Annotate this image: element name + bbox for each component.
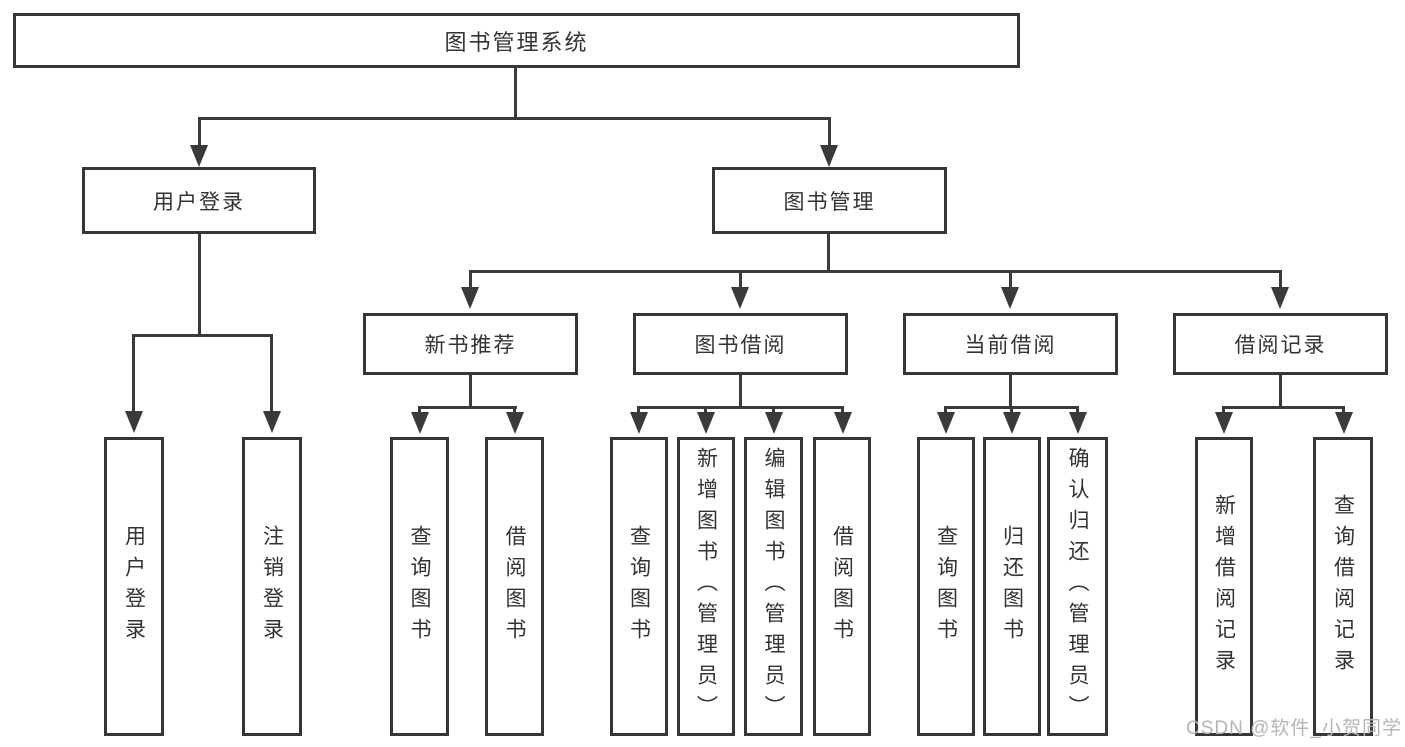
leaf-user-login: 用户登录 xyxy=(104,437,164,736)
leaf-record-add-label: 新增借阅记录 xyxy=(1212,493,1236,680)
arrow-down-icon xyxy=(263,411,281,433)
node-new-book-recommend: 新书推荐 xyxy=(363,313,578,375)
connector-line xyxy=(469,270,472,288)
arrow-down-icon xyxy=(1335,412,1353,434)
node-book-borrow: 图书借阅 xyxy=(633,313,848,375)
arrow-down-icon xyxy=(506,412,524,434)
connector-line xyxy=(1279,375,1282,409)
arrow-down-icon xyxy=(937,412,955,434)
arrow-down-icon xyxy=(731,287,749,309)
connector-line xyxy=(513,406,516,414)
leaf-recommend-query-book-label: 查询图书 xyxy=(408,524,431,649)
node-user-login-label: 用户登录 xyxy=(153,190,245,214)
connector-line xyxy=(772,406,775,414)
leaf-recommend-borrow-book-label: 借阅图书 xyxy=(503,524,526,649)
connector-line xyxy=(418,406,517,409)
leaf-current-return-book-label: 归还图书 xyxy=(1000,524,1024,649)
leaf-recommend-query-book: 查询图书 xyxy=(390,437,449,736)
connector-line xyxy=(270,334,273,412)
leaf-borrow-add-book: 新增图书（管理员） xyxy=(677,437,735,736)
node-book-borrow-label: 图书借阅 xyxy=(694,334,787,357)
arrow-down-icon xyxy=(411,412,429,434)
connector-line xyxy=(637,406,844,409)
connector-line xyxy=(1009,375,1012,409)
node-library-system: 图书管理系统 xyxy=(13,13,1020,68)
connector-line xyxy=(1279,270,1282,288)
connector-line xyxy=(637,406,640,414)
connector-line xyxy=(944,406,947,414)
arrow-down-icon xyxy=(1271,287,1289,309)
connector-line xyxy=(198,117,831,120)
node-current-borrow-label: 当前借阅 xyxy=(964,334,1057,357)
leaf-borrow-edit-book-label: 编辑图书（管理员） xyxy=(762,447,785,726)
connector-line xyxy=(1222,406,1225,414)
connector-line xyxy=(469,270,1282,273)
connector-line xyxy=(418,406,421,414)
arrow-down-icon xyxy=(630,412,648,434)
arrow-down-icon xyxy=(1001,287,1019,309)
leaf-borrow-edit-book: 编辑图书（管理员） xyxy=(744,437,803,736)
connector-line xyxy=(198,117,201,147)
leaf-record-query-label: 查询借阅记录 xyxy=(1331,493,1355,680)
arrow-down-icon xyxy=(1069,412,1087,434)
connector-line xyxy=(1076,406,1079,414)
leaf-current-return-book: 归还图书 xyxy=(983,437,1041,736)
arrow-down-icon xyxy=(834,412,852,434)
leaf-current-query-book-label: 查询图书 xyxy=(934,524,958,649)
connector-line xyxy=(841,406,844,414)
arrow-down-icon xyxy=(1215,412,1233,434)
node-book-management: 图书管理 xyxy=(712,167,947,234)
watermark: CSDN @软件_小贺同学 xyxy=(1186,718,1402,739)
node-user-login: 用户登录 xyxy=(82,167,316,234)
node-borrow-record-label: 借阅记录 xyxy=(1234,334,1327,357)
leaf-current-confirm-return-label: 确认归还（管理员） xyxy=(1066,447,1089,726)
leaf-borrow-borrow-book-label: 借阅图书 xyxy=(830,524,854,649)
node-current-borrow: 当前借阅 xyxy=(903,313,1118,375)
leaf-logout: 注销登录 xyxy=(242,437,302,736)
arrow-down-icon xyxy=(461,287,479,309)
connector-line xyxy=(1342,406,1345,414)
leaf-record-query: 查询借阅记录 xyxy=(1313,437,1373,736)
connector-line xyxy=(739,375,742,409)
arrow-down-icon xyxy=(765,412,783,434)
leaf-user-login-label: 用户登录 xyxy=(122,524,146,649)
node-library-system-label: 图书管理系统 xyxy=(444,29,589,55)
arrow-down-icon xyxy=(820,145,838,167)
leaf-borrow-borrow-book: 借阅图书 xyxy=(813,437,871,736)
arrow-down-icon xyxy=(190,145,208,167)
leaf-borrow-query-book: 查询图书 xyxy=(610,437,668,736)
connector-line xyxy=(132,334,135,412)
connector-line xyxy=(828,117,831,147)
node-borrow-record: 借阅记录 xyxy=(1173,313,1388,375)
connector-line xyxy=(1009,270,1012,288)
leaf-borrow-add-book-label: 新增图书（管理员） xyxy=(694,447,718,726)
leaf-current-confirm-return: 确认归还（管理员） xyxy=(1047,437,1108,736)
connector-line xyxy=(739,270,742,288)
arrow-down-icon xyxy=(697,412,715,434)
node-new-book-recommend-label: 新书推荐 xyxy=(424,334,517,357)
arrow-down-icon xyxy=(125,411,143,433)
connector-line xyxy=(1222,406,1345,409)
leaf-recommend-borrow-book: 借阅图书 xyxy=(485,437,544,736)
connector-line xyxy=(198,234,201,337)
connector-line xyxy=(704,406,707,414)
connector-line xyxy=(827,234,830,273)
connector-line xyxy=(1010,406,1013,414)
connector-line xyxy=(469,375,472,409)
leaf-logout-label: 注销登录 xyxy=(260,524,284,649)
leaf-current-query-book: 查询图书 xyxy=(917,437,975,736)
arrow-down-icon xyxy=(1003,412,1021,434)
leaf-borrow-query-book-label: 查询图书 xyxy=(627,524,651,649)
connector-line xyxy=(514,68,517,120)
connector-line xyxy=(132,334,273,337)
node-book-management-label: 图书管理 xyxy=(783,190,876,214)
leaf-record-add: 新增借阅记录 xyxy=(1195,437,1253,736)
